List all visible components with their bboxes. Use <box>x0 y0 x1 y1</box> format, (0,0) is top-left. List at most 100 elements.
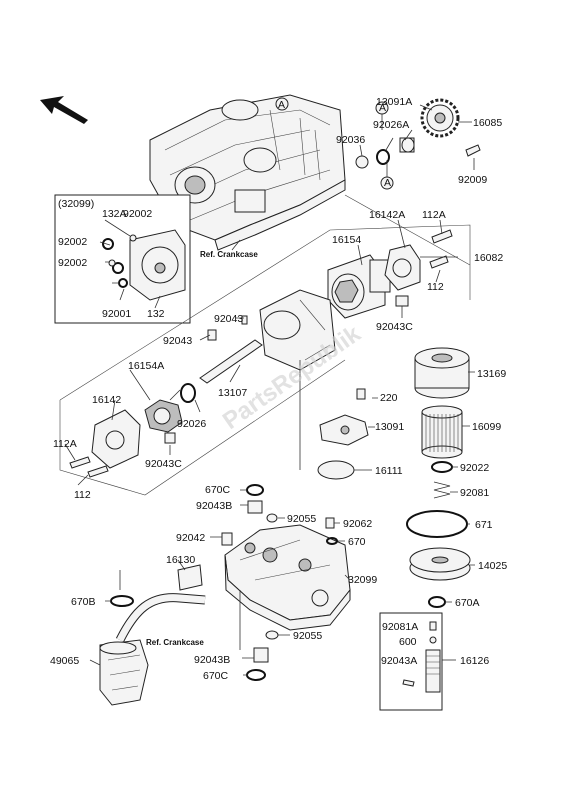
label-670A: 670A <box>455 597 480 609</box>
label-92081A: 92081A <box>382 621 418 633</box>
gear-16085 <box>420 98 460 138</box>
marker-a-top: A <box>278 99 285 111</box>
spring-92081 <box>433 481 451 499</box>
relief-16130 <box>177 564 203 591</box>
label-92043-top: 92043 <box>214 313 243 325</box>
label-16130: 16130 <box>166 554 195 566</box>
label-670C-top: 670C <box>205 484 231 496</box>
label-32099: 32099 <box>348 574 377 586</box>
label-112A-top: 112A <box>422 209 446 221</box>
label-92043A: 92043A <box>381 655 417 667</box>
washer-92055-top <box>266 513 278 523</box>
label-92001: 92001 <box>102 308 131 320</box>
label-92055-top: 92055 <box>287 513 316 525</box>
label-13107: 13107 <box>218 387 247 399</box>
label-14025: 14025 <box>478 560 507 572</box>
label-112-top: 112 <box>427 281 444 293</box>
label-92043B-top: 92043B <box>196 500 232 512</box>
collar-92043B-bot <box>253 647 269 663</box>
pin-92043C-bot <box>164 432 176 444</box>
pump-body-32099 <box>224 524 351 631</box>
label-92043C-bot: 92043C <box>145 458 182 470</box>
label-670: 670 <box>348 536 366 548</box>
rotor-16154A <box>144 399 183 433</box>
collar-92043B-top <box>247 500 263 514</box>
pin-92043 <box>207 329 217 341</box>
label-92042: 92042 <box>176 532 205 544</box>
label-13091: 13091 <box>375 421 404 433</box>
pin-92043-top <box>241 315 248 325</box>
label-16085: 16085 <box>473 117 502 129</box>
ref-crankcase-top: Ref. Crankcase <box>200 250 258 259</box>
label-16126: 16126 <box>460 655 489 667</box>
label-670C-bot: 670C <box>203 670 229 682</box>
label-16111: 16111 <box>375 465 403 477</box>
label-92026: 92026 <box>177 418 206 430</box>
bolt-92009 <box>465 144 481 157</box>
oil-filter-16099 <box>421 405 463 459</box>
bolt-112-top <box>429 255 449 269</box>
oring-670C-top <box>246 484 264 496</box>
label-92002-b: 92002 <box>58 236 87 248</box>
label-92043B-bot: 92043B <box>194 654 230 666</box>
plug-92062 <box>325 517 335 529</box>
bolt-112-bot <box>87 465 109 478</box>
label-132A: 132A <box>102 208 127 220</box>
label-16142: 16142 <box>92 394 121 406</box>
oring-671 <box>406 510 468 538</box>
label-16154A: 16154A <box>128 360 164 372</box>
label-132: 132 <box>147 308 165 320</box>
label-92043C-top: 92043C <box>376 321 413 333</box>
crankcase-illustration <box>149 94 346 251</box>
label-92002-a: 92002 <box>123 208 152 220</box>
gasket-13091 <box>319 414 369 446</box>
pin-92081A <box>429 621 437 631</box>
label-92002-c: 92002 <box>58 257 87 269</box>
pump-cover-inset <box>102 229 186 301</box>
label-112A-bot: 112A <box>53 438 77 450</box>
pump-housing-16154A <box>259 289 336 371</box>
oring-92022 <box>431 461 453 473</box>
washer-92026 <box>180 383 196 403</box>
inset-code: (32099) <box>58 198 94 210</box>
ball-600 <box>429 636 437 644</box>
shaft-13107 <box>199 339 263 384</box>
label-92009: 92009 <box>458 174 487 186</box>
oring-670 <box>326 537 338 545</box>
label-49065: 49065 <box>50 655 79 667</box>
label-16142A: 16142A <box>369 209 405 221</box>
pump-cover-16142 <box>91 409 141 469</box>
ref-crankcase-bottom: Ref. Crankcase <box>146 638 204 647</box>
bolt-220 <box>356 388 366 400</box>
front-direction-arrow-icon <box>40 96 88 124</box>
label-13091A: 13091A <box>376 96 412 108</box>
label-92022: 92022 <box>460 462 489 474</box>
clip-92036 <box>355 155 369 169</box>
label-16082: 16082 <box>474 252 503 264</box>
label-92026A: 92026A <box>373 119 409 131</box>
washer-92055-bot <box>265 630 279 640</box>
pin-92043C-top <box>395 295 409 307</box>
washer-92026A <box>376 149 390 165</box>
bolt-112A-top <box>431 229 453 244</box>
oring-670C-bot <box>246 669 266 681</box>
label-112-bot: 112 <box>74 489 91 501</box>
oil-filter-cap-13169 <box>414 347 470 399</box>
bolt-112A-bot <box>69 456 91 469</box>
label-92081: 92081 <box>460 487 489 499</box>
label-92062: 92062 <box>343 518 372 530</box>
oring-670B <box>110 595 134 607</box>
label-92043: 92043 <box>163 335 192 347</box>
label-92055-bot: 92055 <box>293 630 322 642</box>
pump-cover-16142A <box>384 244 421 291</box>
label-16154: 16154 <box>332 234 361 246</box>
marker-a-2: A <box>384 177 391 189</box>
plate-16111 <box>317 460 355 480</box>
label-16099: 16099 <box>472 421 501 433</box>
marker-a-1: A <box>379 102 386 114</box>
pump-body-16154 <box>327 254 391 319</box>
oring-670A <box>428 596 446 608</box>
oil-pipe-strainer-49065 <box>99 593 206 706</box>
filter-cover-14025 <box>409 547 471 581</box>
relief-valve-16126 <box>425 649 441 693</box>
